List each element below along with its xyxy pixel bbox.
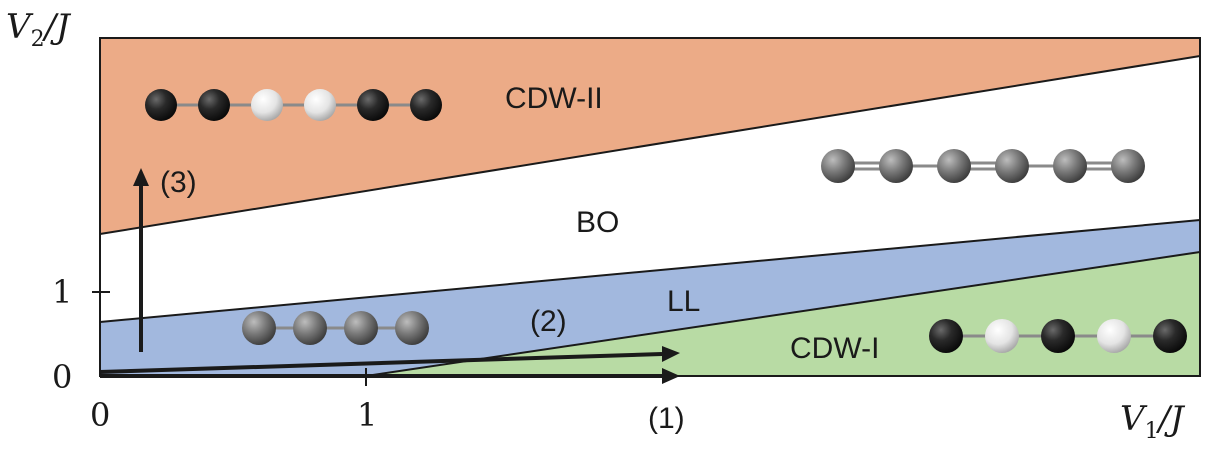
chain-ll: [242, 311, 429, 345]
atom-gray: [995, 149, 1029, 183]
chain-cdw1: [929, 319, 1187, 353]
arrow-path-2: [99, 346, 680, 374]
x-tick-label-1: 1: [357, 396, 377, 434]
atom-black: [410, 89, 442, 121]
y-tick-label-0: 0: [52, 358, 72, 396]
x-tick-label-0: 0: [90, 396, 110, 434]
arrowhead-2: [662, 346, 680, 362]
region-cdw2: [100, 38, 1200, 234]
x-axis-label: V1/J: [1120, 399, 1186, 444]
phase-label-ll: LL: [667, 285, 700, 318]
atom-black: [198, 89, 230, 121]
atom-gray: [344, 311, 378, 345]
atom-black: [1041, 319, 1075, 353]
arrow-path-3: [133, 168, 149, 352]
y-axis-label: V2/J: [6, 7, 72, 52]
atom-white: [251, 89, 283, 121]
atom-gray: [1111, 149, 1145, 183]
phase-label-cdw2: CDW-II: [505, 82, 603, 115]
chain-cdw2: [145, 89, 442, 121]
atom-black: [1153, 319, 1187, 353]
atom-gray: [1053, 149, 1087, 183]
atom-black: [929, 319, 963, 353]
region-bo: [100, 56, 1200, 322]
atom-gray: [821, 149, 855, 183]
atom-black: [145, 89, 177, 121]
phase-label-cdw1: CDW-I: [790, 332, 879, 365]
path-label-3: (3): [160, 166, 197, 199]
path-label-2: (2): [530, 305, 567, 338]
atom-white: [304, 89, 336, 121]
atom-gray: [937, 149, 971, 183]
phase-label-bo: BO: [576, 206, 619, 239]
arrowhead-3: [133, 168, 149, 186]
arrowhead-1: [662, 368, 680, 384]
atom-gray: [242, 311, 276, 345]
y-tick-label-1: 1: [52, 273, 72, 311]
boundary-ll-cdw1: [365, 251, 1201, 377]
atom-gray: [395, 311, 429, 345]
chain-bo: [821, 149, 1145, 183]
boundary-cdw2-bo: [99, 55, 1201, 235]
boundary-bo-ll: [99, 219, 1201, 323]
atom-gray: [879, 149, 913, 183]
arrow-path-1: [100, 368, 680, 384]
atom-white: [985, 319, 1019, 353]
atom-white: [1097, 319, 1131, 353]
atom-gray: [293, 311, 327, 345]
path-label-1: (1): [648, 402, 685, 435]
atom-black: [357, 89, 389, 121]
